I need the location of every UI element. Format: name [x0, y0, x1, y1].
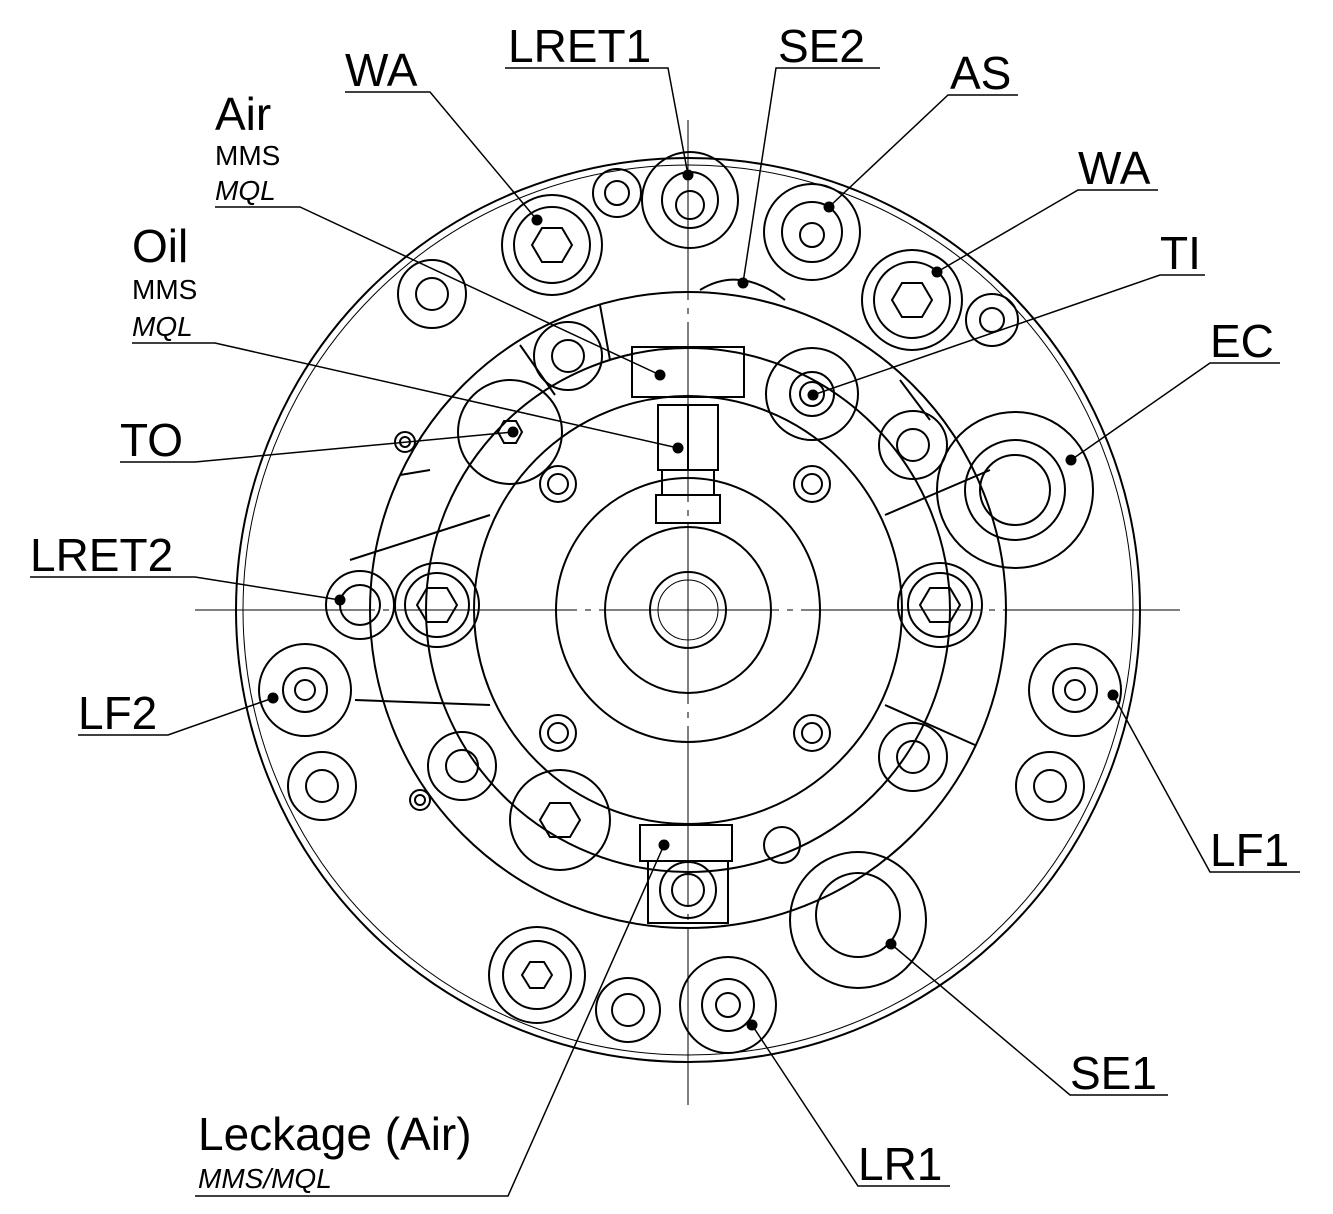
label-oil-mql: MQL: [132, 311, 193, 342]
label-ti: TI: [1160, 227, 1201, 279]
label-ec: EC: [1210, 315, 1274, 367]
label-se2: SE2: [778, 20, 865, 72]
label-wa-right: WA: [1078, 142, 1151, 194]
label-air: Air: [215, 88, 271, 140]
label-lf2: LF2: [78, 687, 157, 739]
outer-ring-ports: [258, 151, 1122, 1054]
leader-lines: [30, 67, 1300, 1197]
label-oil-mms: MMS: [132, 274, 197, 305]
label-leckage-sub: MMS/MQL: [198, 1163, 332, 1194]
label-wa-top: WA: [345, 44, 418, 96]
label-as: AS: [950, 47, 1011, 99]
label-air-mql: MQL: [215, 175, 276, 206]
label-air-mms: MMS: [215, 140, 280, 171]
outer-housing: [235, 157, 1141, 1063]
label-lf1: LF1: [1210, 824, 1289, 876]
label-leckage: Leckage (Air): [198, 1108, 472, 1160]
inner-bolts: [325, 321, 983, 919]
label-se1: SE1: [1070, 1047, 1157, 1099]
labels: LRET1 SE2 AS WA WA TI EC Air MMS MQL Oil…: [30, 20, 1289, 1194]
label-lret1: LRET1: [508, 20, 651, 72]
center-lines: [195, 120, 1180, 1105]
label-oil: Oil: [132, 220, 188, 272]
label-to: TO: [120, 414, 183, 466]
label-lret2: LRET2: [30, 529, 173, 581]
label-lr1: LR1: [858, 1138, 942, 1190]
leader-dots: [267, 169, 1119, 1031]
